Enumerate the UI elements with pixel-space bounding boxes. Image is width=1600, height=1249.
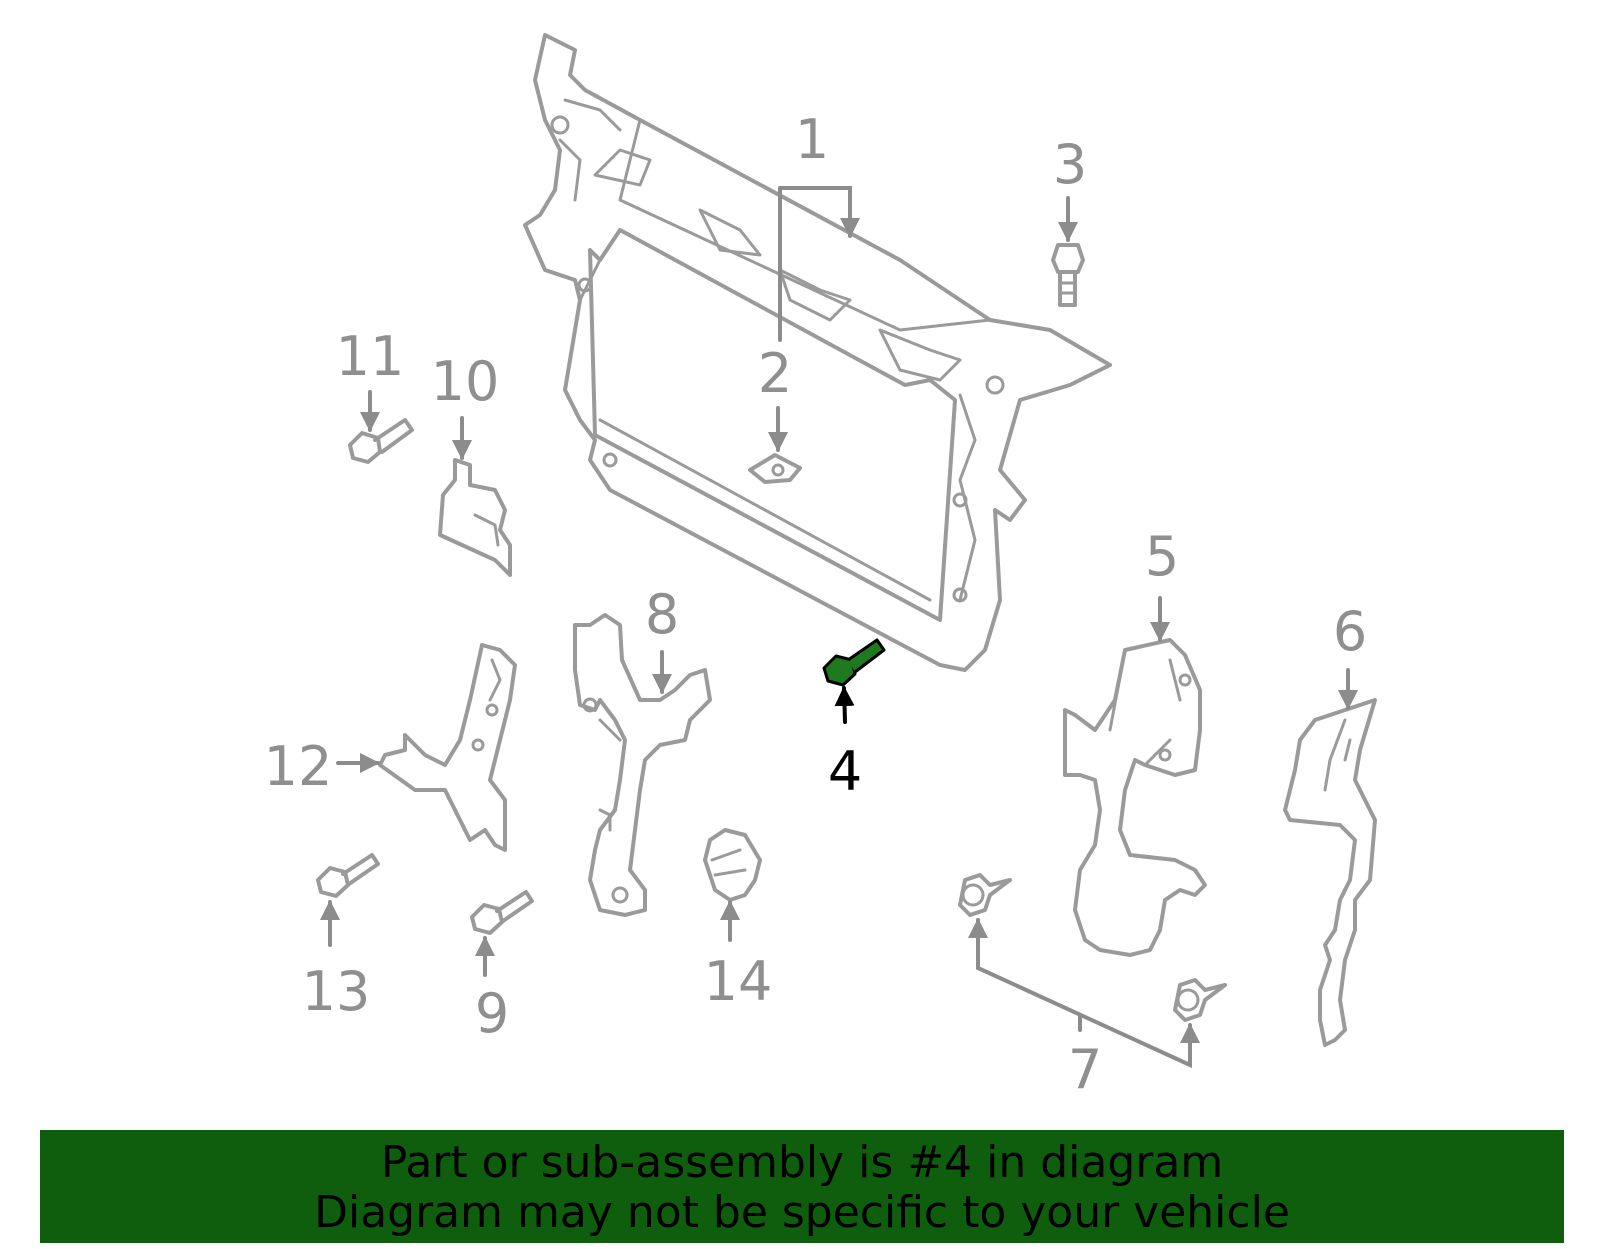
shield-part-10	[438, 458, 512, 577]
bolt-part-11	[348, 418, 414, 464]
air-guide-part-6	[1283, 698, 1377, 1047]
air-deflector-part-12	[378, 643, 517, 852]
callout-14[interactable]: 14	[704, 950, 773, 1013]
callout-7[interactable]: 7	[1068, 1038, 1102, 1101]
callout-8[interactable]: 8	[645, 583, 679, 646]
callout-12[interactable]: 12	[264, 735, 333, 798]
radiator-support-frame	[523, 33, 1112, 672]
callout-5[interactable]: 5	[1145, 525, 1179, 588]
leader-7	[968, 918, 1200, 1069]
air-guide-part-5	[1063, 638, 1207, 957]
bolt-part-3	[1051, 243, 1085, 307]
callout-9[interactable]: 9	[475, 982, 509, 1045]
callout-13[interactable]: 13	[302, 960, 371, 1023]
callout-6[interactable]: 6	[1333, 600, 1367, 663]
callout-3[interactable]: 3	[1053, 133, 1087, 196]
push-clip-part-7-b	[1173, 978, 1227, 1022]
clip-part-14	[703, 828, 762, 902]
frame-bracket-part-2	[748, 453, 802, 484]
banner-line-2: Diagram may not be specific to your vehi…	[314, 1187, 1290, 1238]
callout-1[interactable]: 1	[795, 108, 829, 171]
leader-1	[778, 186, 860, 342]
push-clip-part-7-a	[958, 873, 1012, 917]
callout-10[interactable]: 10	[431, 350, 500, 413]
banner-line-1: Part or sub-assembly is #4 in diagram	[380, 1137, 1224, 1188]
callout-4[interactable]: 4	[828, 740, 862, 803]
callout-2[interactable]: 2	[758, 342, 792, 405]
bolt-part-9	[470, 890, 534, 935]
info-banner: Part or sub-assembly is #4 in diagram Di…	[40, 1130, 1564, 1243]
bolt-part-13	[316, 853, 380, 898]
bolt-part-4-highlighted[interactable]	[822, 638, 886, 687]
leader-4	[834, 686, 855, 724]
bracket-part-8	[573, 613, 712, 917]
callout-11[interactable]: 11	[336, 325, 405, 388]
